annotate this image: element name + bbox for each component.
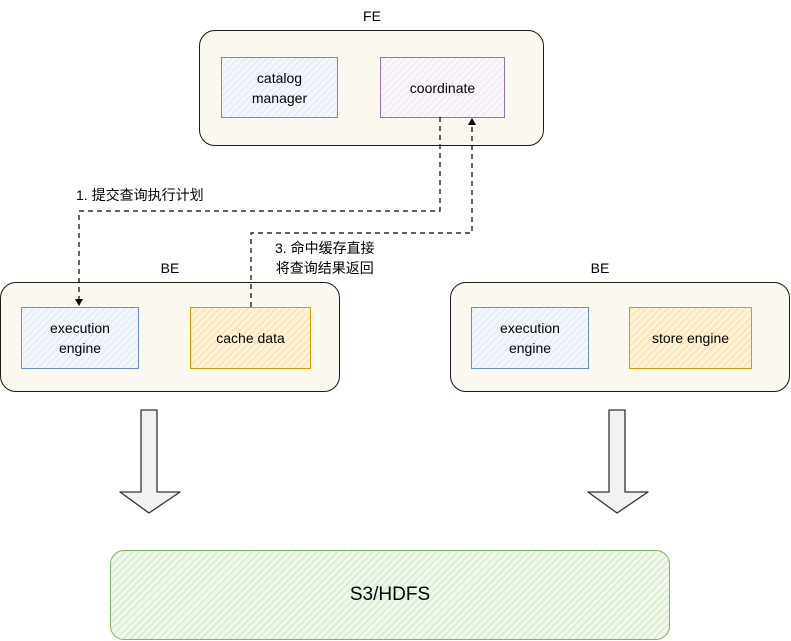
- store-engine-box[interactable]: [629, 307, 752, 369]
- be-right-title: BE: [590, 260, 610, 276]
- be-left-title: BE: [160, 260, 180, 276]
- catalog-manager-label: catalog manager: [251, 69, 308, 106]
- catalog-manager-box[interactable]: [221, 57, 338, 118]
- be-right-execution-engine-box[interactable]: [471, 307, 589, 369]
- coordinate-label: coordinate: [409, 79, 476, 96]
- fe-title: FE: [363, 8, 381, 24]
- step3-edge[interactable]: [250, 118, 476, 307]
- step3-label: 3. 命中缓存直接 将查询结果返回: [275, 240, 375, 276]
- be-left-to-storage-arrow: [119, 409, 181, 514]
- coordinate-box[interactable]: [380, 57, 505, 118]
- s3-hdfs-box[interactable]: [110, 550, 670, 640]
- store-engine-label: store engine: [651, 330, 730, 346]
- be-right-to-storage-arrow: [587, 409, 649, 514]
- cache-data-box[interactable]: [190, 307, 311, 369]
- step1-label: 1. 提交查询执行计划: [76, 187, 204, 203]
- cache-data-label: cache data: [216, 330, 285, 346]
- be-left-execution-engine-box[interactable]: [21, 307, 139, 369]
- be-left-execution-engine-label: execution engine: [50, 320, 110, 356]
- step1-edge[interactable]: [75, 117, 441, 306]
- s3-hdfs-label: S3/HDFS: [349, 584, 431, 605]
- be-right-execution-engine-label: execution engine: [500, 320, 560, 356]
